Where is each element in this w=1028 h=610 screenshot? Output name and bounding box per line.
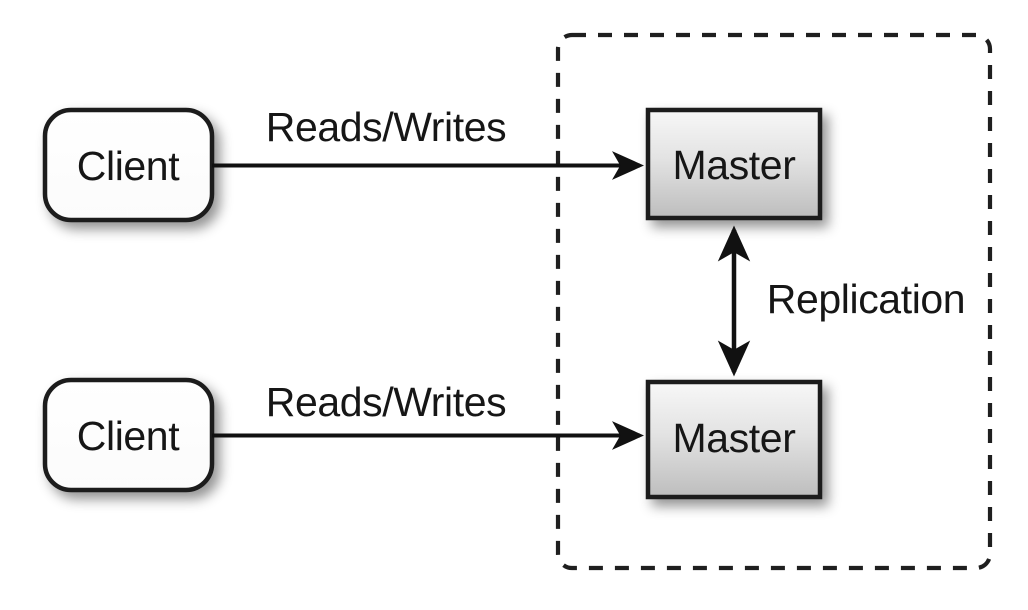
master-top-shape bbox=[645, 107, 823, 221]
edge-reads-writes-top[interactable]: Reads/Writes bbox=[212, 104, 644, 180]
node-client-bottom[interactable]: Client bbox=[42, 377, 215, 493]
node-master-top[interactable]: Master bbox=[645, 107, 823, 221]
cluster-boundary bbox=[555, 32, 993, 571]
master-top-label: Master bbox=[673, 142, 796, 188]
edge-reads-writes-bottom-label: Reads/Writes bbox=[266, 379, 507, 425]
client-bottom-label: Client bbox=[77, 413, 180, 459]
node-master-bottom[interactable]: Master bbox=[645, 379, 823, 500]
client-top-label: Client bbox=[77, 143, 180, 189]
edge-reads-writes-top-label: Reads/Writes bbox=[266, 104, 507, 150]
master-bottom-label: Master bbox=[673, 415, 796, 461]
edge-replication-label: Replication bbox=[767, 276, 965, 322]
edge-reads-writes-bottom[interactable]: Reads/Writes bbox=[212, 379, 644, 450]
node-client-top[interactable]: Client bbox=[42, 107, 215, 223]
edge-replication[interactable]: Replication bbox=[717, 225, 966, 377]
master-bottom-shape bbox=[645, 379, 823, 500]
